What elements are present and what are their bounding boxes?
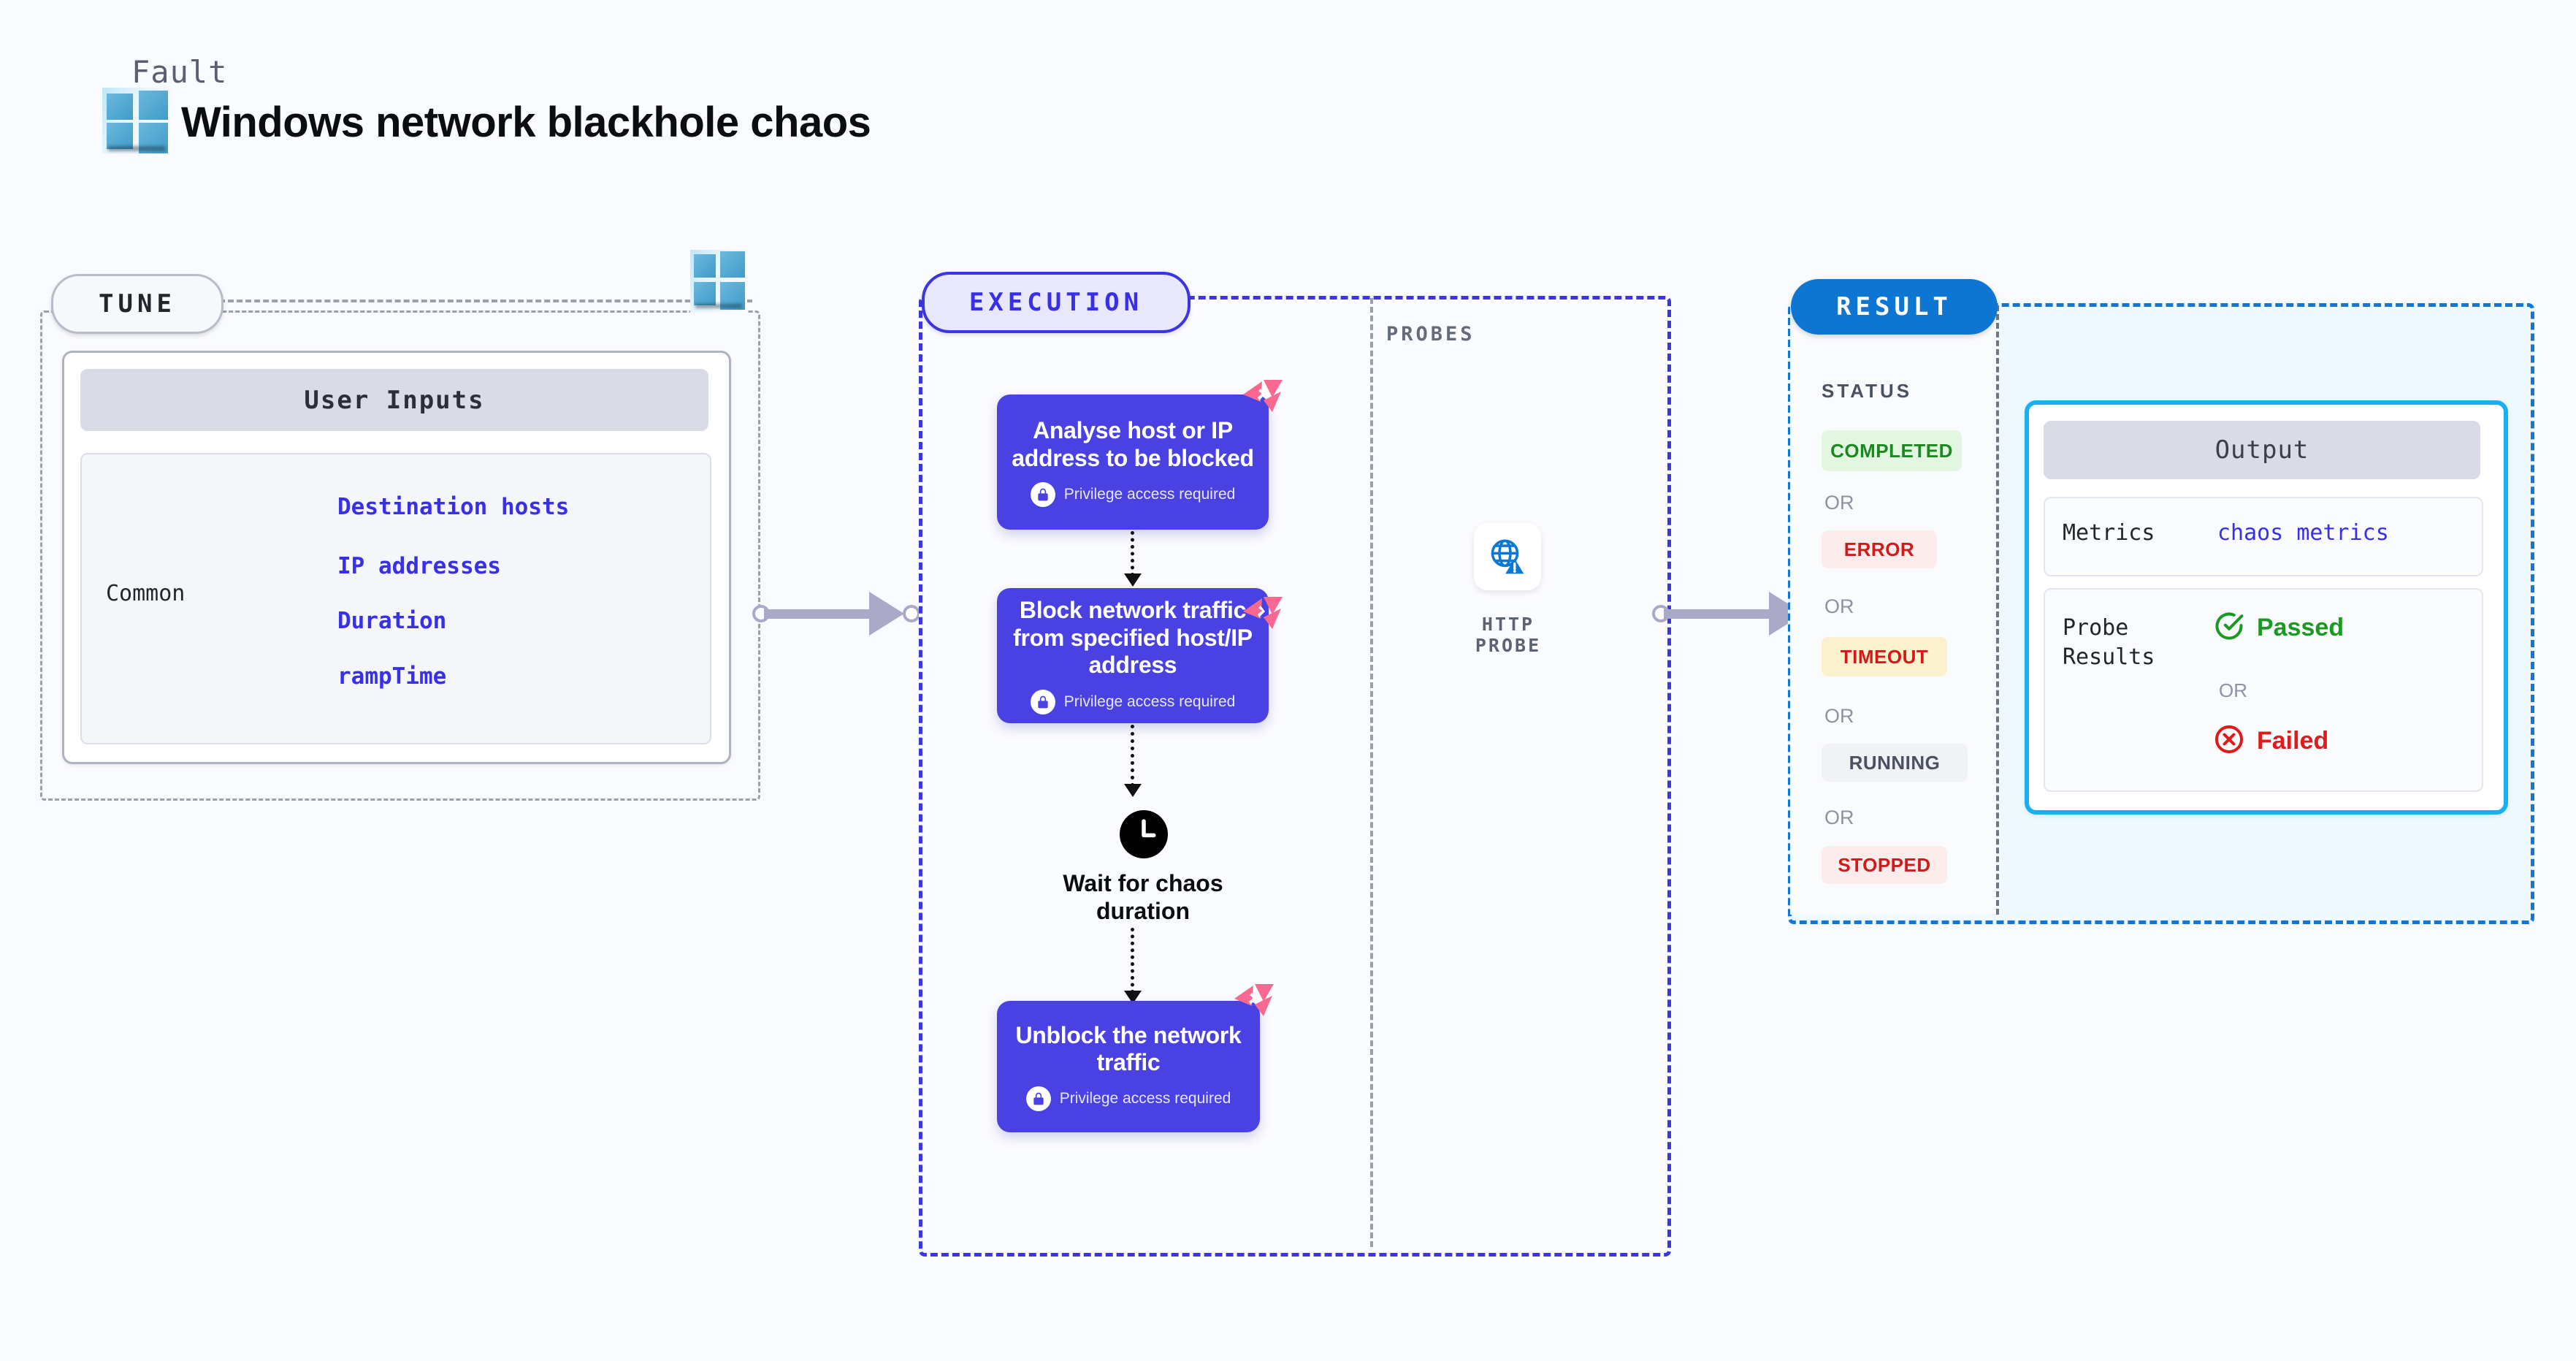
execution-step-title: Block network traffic from specified hos… xyxy=(1013,597,1253,679)
result-pill-label: RESULT xyxy=(1791,279,1998,335)
clock-icon xyxy=(1120,810,1168,858)
x-circle-icon xyxy=(2213,723,2245,759)
result-status-column xyxy=(1790,305,1996,915)
execution-step-card-2[interactable]: Block network traffic from specified hos… xyxy=(997,588,1269,723)
status-badge-completed: COMPLETED xyxy=(1822,430,1962,471)
globe-warning-icon[interactable] xyxy=(1474,523,1541,590)
privilege-row: Privilege access required xyxy=(1025,1086,1231,1112)
status-or-2: OR xyxy=(1824,595,1854,617)
flow-arrow-3 xyxy=(1131,928,1134,994)
probe-results-row xyxy=(2044,588,2483,792)
execution-pill-label: EXECUTION xyxy=(922,272,1190,333)
probe-result-passed: Passed xyxy=(2213,610,2344,646)
failed-label: Failed xyxy=(2257,727,2329,755)
metrics-value-label: chaos metrics xyxy=(2217,520,2389,546)
status-badge-running: RUNNING xyxy=(1822,744,1968,782)
tune-param-destination-hosts: Destination hosts xyxy=(337,494,570,520)
http-probe-label: HTTP PROBE xyxy=(1475,614,1542,656)
execution-step-card-1[interactable]: Analyse host or IP address to be blocked… xyxy=(997,394,1269,530)
tune-pill-label: TUNE xyxy=(51,274,223,334)
windows-logo-icon xyxy=(102,88,172,153)
tune-param-ip-addresses: IP addresses xyxy=(337,553,501,579)
output-header: Output xyxy=(2044,421,2480,479)
probe-result-failed: Failed xyxy=(2213,723,2328,759)
execution-step-title: Unblock the network traffic xyxy=(1015,1021,1242,1075)
status-badge-timeout: TIMEOUT xyxy=(1822,637,1947,676)
execution-step-card-3[interactable]: Unblock the network traffic Privilege ac… xyxy=(997,1001,1260,1132)
status-or-3: OR xyxy=(1824,705,1854,727)
tune-param-ramptime: rampTime xyxy=(337,663,447,690)
status-badge-error: ERROR xyxy=(1822,530,1937,568)
probe-or-label: OR xyxy=(2219,679,2247,701)
tune-connector-line xyxy=(219,300,752,302)
common-params-block xyxy=(80,453,711,744)
page-title: Windows network blackhole chaos xyxy=(181,99,871,146)
common-group-label: Common xyxy=(106,581,186,606)
status-section-label: STATUS xyxy=(1822,380,1913,402)
page-header: Fault Windows network blackhole chaos xyxy=(73,44,1096,168)
tune-param-duration: Duration xyxy=(337,608,447,634)
flow-arrow-head-1 xyxy=(1124,573,1142,587)
flow-arrow-1 xyxy=(1131,531,1134,576)
privilege-text: Privilege access required xyxy=(1063,485,1236,503)
privilege-text: Privilege access required xyxy=(1059,1090,1231,1108)
metrics-row xyxy=(2044,497,2483,576)
lock-icon xyxy=(1030,481,1055,507)
user-inputs-header: User Inputs xyxy=(80,369,708,431)
tune-panel xyxy=(40,310,760,801)
status-badge-stopped: STOPPED xyxy=(1822,846,1947,884)
probes-separator xyxy=(1370,298,1373,1247)
metrics-key-label: Metrics xyxy=(2063,520,2155,546)
execution-step-title: Analyse host or IP address to be blocked xyxy=(1012,417,1254,471)
probe-results-key-label: Probe Results xyxy=(2063,615,2155,670)
privilege-text: Privilege access required xyxy=(1063,693,1236,710)
flow-arrow-2 xyxy=(1131,725,1134,787)
status-or-1: OR xyxy=(1824,492,1854,514)
fault-kicker-label: Fault xyxy=(131,54,228,90)
wait-step-label: Wait for chaos duration xyxy=(1063,870,1223,925)
status-or-4: OR xyxy=(1824,807,1854,828)
connector-tune-to-execution xyxy=(752,592,922,636)
flow-arrow-head-3 xyxy=(1124,991,1142,1004)
flow-arrow-head-2 xyxy=(1124,784,1142,797)
windows-logo-icon xyxy=(690,250,747,313)
passed-label: Passed xyxy=(2257,614,2344,641)
probes-section-label: PROBES xyxy=(1386,323,1475,346)
lock-icon xyxy=(1030,689,1055,714)
check-circle-icon xyxy=(2213,610,2245,646)
privilege-row: Privilege access required xyxy=(1030,481,1236,507)
lock-icon xyxy=(1025,1086,1051,1112)
result-separator xyxy=(1996,305,1999,915)
privilege-row: Privilege access required xyxy=(1030,689,1236,714)
